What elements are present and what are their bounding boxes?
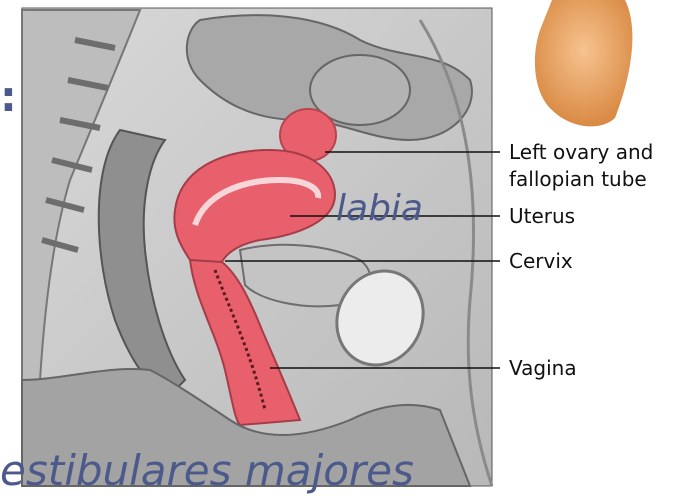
- overlay-colon: :: [0, 72, 17, 121]
- label-vagina: Vagina: [509, 357, 577, 379]
- overlay-labia: labia: [336, 188, 423, 229]
- overlay-vestibulares: estibulares majores: [0, 446, 414, 495]
- label-ovary-line2: fallopian tube: [509, 168, 647, 190]
- label-cervix: Cervix: [509, 250, 573, 272]
- label-uterus: Uterus: [509, 205, 575, 227]
- inset-body-figure: [535, 0, 633, 126]
- label-ovary-line1: Left ovary and: [509, 141, 653, 163]
